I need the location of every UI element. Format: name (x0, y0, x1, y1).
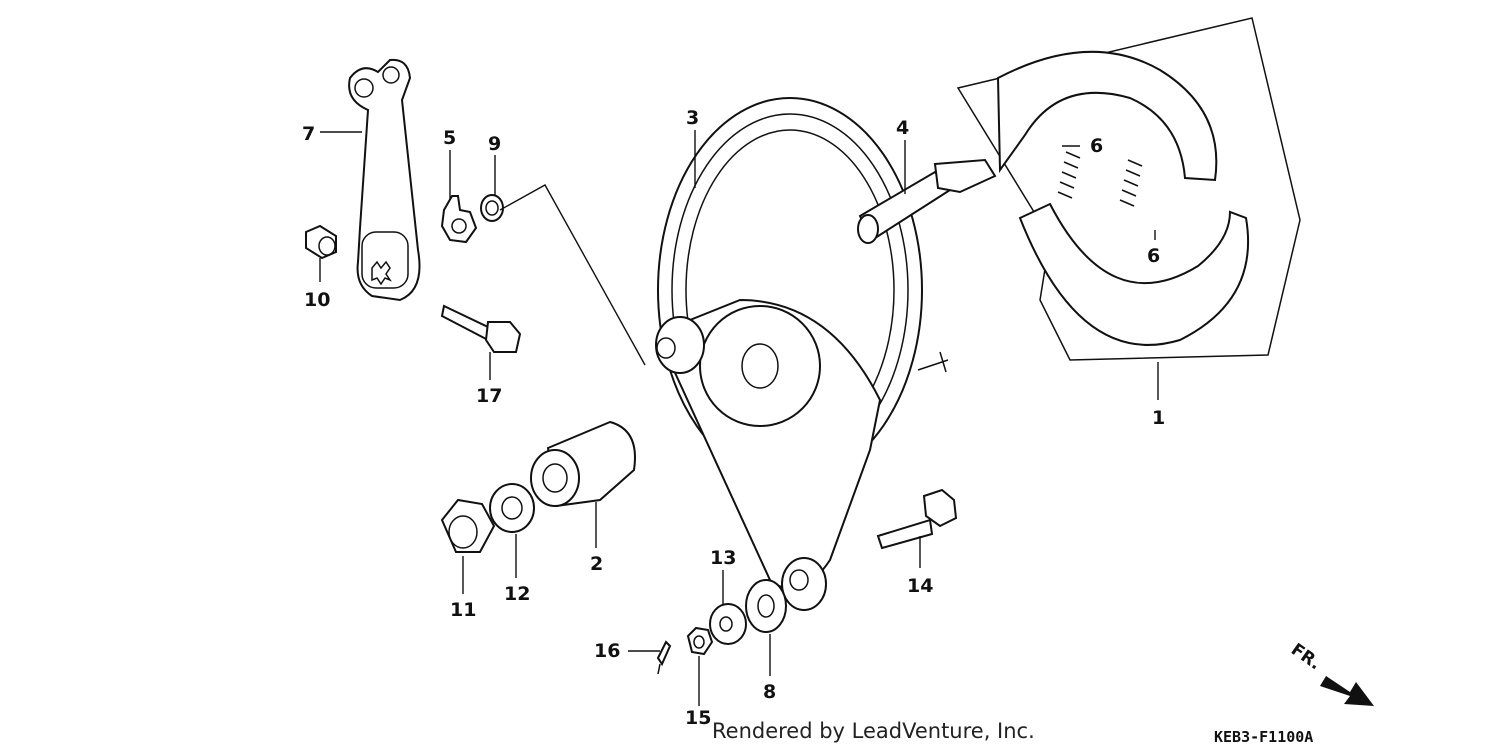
part-1-brake-shoe-set[interactable] (956, 17, 1301, 361)
part-5-indicator-plate[interactable] (440, 195, 478, 244)
callout-1: 1 (1152, 407, 1165, 429)
part-3-brake-panel[interactable] (655, 97, 949, 611)
callout-16: 16 (594, 640, 620, 662)
diagram-code: KEB3-F1100A (1214, 728, 1313, 746)
direction-label: FR. (1287, 640, 1324, 674)
part-15-nut[interactable] (686, 626, 714, 656)
callout-12: 12 (504, 583, 530, 605)
part-2-collar[interactable] (530, 420, 636, 508)
part-9-seal[interactable] (480, 194, 504, 222)
arrow-icon (1320, 676, 1374, 706)
part-11-nut[interactable] (440, 498, 496, 553)
part-7-brake-arm[interactable] (348, 58, 421, 302)
part-17-bolt[interactable] (440, 304, 522, 353)
callout-4: 4 (896, 117, 909, 139)
part-12-washer[interactable] (489, 483, 535, 533)
credit-text: Rendered by LeadVenture, Inc. (712, 719, 1035, 743)
part-16-cotter-pin[interactable] (656, 640, 672, 675)
callout-3: 3 (686, 107, 699, 129)
leader-lines (319, 130, 1159, 706)
callout-8: 8 (763, 681, 776, 703)
callout-14: 14 (907, 575, 933, 597)
callout-9: 9 (488, 133, 501, 155)
callout-5: 5 (443, 127, 456, 149)
front-direction-arrow: FR. (1287, 640, 1374, 706)
callout-11: 11 (450, 599, 476, 621)
callout-2: 2 (590, 553, 603, 575)
callout-6-upper: 6 (1090, 135, 1103, 157)
part-13-washer[interactable] (709, 603, 747, 645)
callout-15: 15 (685, 707, 711, 729)
part-10-nut[interactable] (305, 224, 337, 260)
callout-13: 13 (710, 547, 736, 569)
part-4-camshaft[interactable] (857, 158, 997, 244)
callout-10: 10 (304, 289, 330, 311)
part-14-bolt[interactable] (876, 488, 958, 550)
callout-17: 17 (476, 385, 502, 407)
part-8-seal[interactable] (745, 579, 787, 633)
callout-6-lower: 6 (1147, 245, 1160, 267)
callout-7: 7 (302, 123, 315, 145)
